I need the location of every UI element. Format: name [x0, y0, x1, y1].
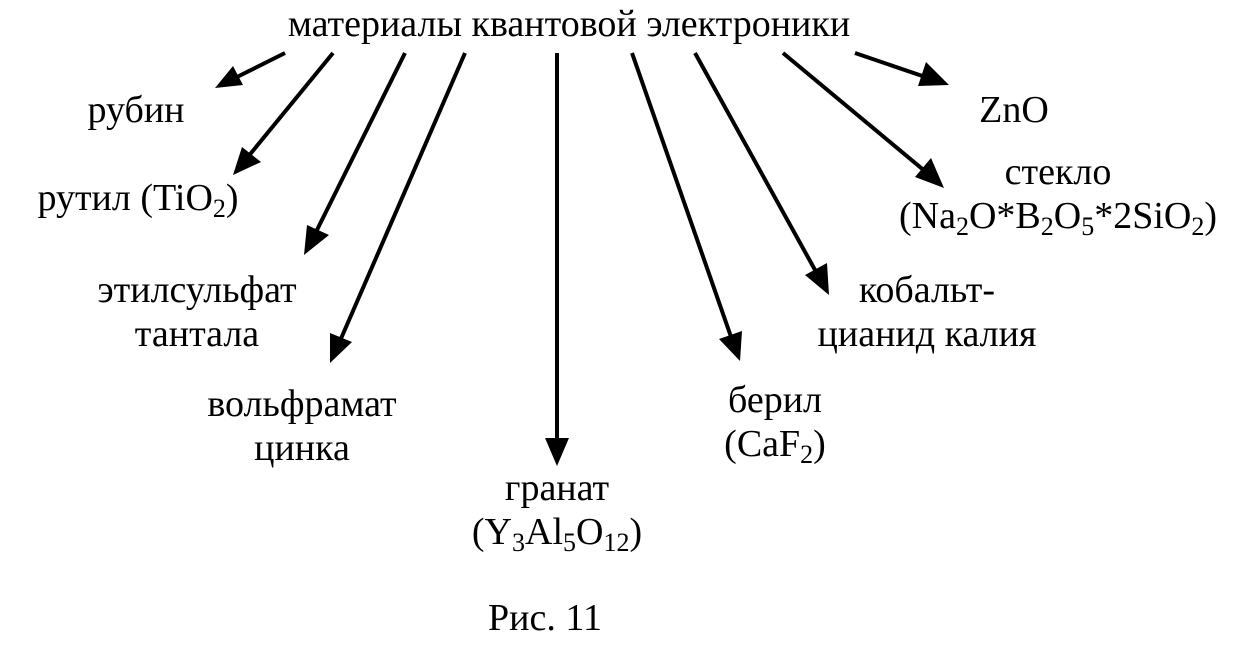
arrow-to-rutile [236, 51, 335, 171]
node-tungstate: вольфрамат цинка [207, 382, 396, 470]
arrow-to-tungstate [331, 52, 467, 358]
arrow-to-beryl [630, 52, 739, 355]
arrowhead-cobalt [805, 263, 829, 295]
node-tungstate-line1: вольфрамат [207, 383, 397, 425]
arrowhead-glass [915, 158, 944, 188]
node-tantalum: этилсульфат тантала [97, 268, 296, 356]
node-glass-line1: стекло [1004, 151, 1112, 193]
node-beryl-formula: (CaF2) [724, 423, 826, 469]
arrow-to-tantalum [306, 52, 407, 249]
node-tantalum-line1: этилсульфат [97, 269, 297, 311]
node-ruby: рубин [87, 89, 185, 131]
node-garnet-formula: (Y3Al5O12) [471, 511, 643, 557]
node-rutile-formula: (TiO2) [140, 177, 239, 223]
node-rutile: рутил (TiO2) [37, 176, 239, 223]
node-cobalt: кобальт- цианид калия [818, 268, 1037, 356]
arrow-to-glass [781, 51, 940, 184]
node-glass: стекло (Na2O*B2O5*2SiO2) [898, 150, 1218, 241]
node-tungstate-line2: цинка [254, 427, 350, 469]
arrowhead-zno [918, 62, 949, 86]
node-garnet-line1: гранат [504, 467, 610, 509]
node-rutile-name: рутил [37, 177, 131, 219]
node-cobalt-line2: цианид калия [817, 313, 1037, 355]
node-tantalum-line2: тантала [134, 313, 260, 355]
node-beryl-line1: берил [728, 379, 822, 421]
node-cobalt-line1: кобальт- [858, 269, 996, 311]
node-garnet: гранат (Y3Al5O12) [471, 466, 643, 557]
figure-caption: Рис. 11 [488, 597, 602, 639]
arrowhead-tantalum [304, 225, 329, 255]
arrowhead-ruby [215, 66, 243, 88]
arrowhead-rutile [233, 147, 261, 175]
node-zno: ZnO [979, 89, 1049, 131]
arrowhead-garnet [545, 438, 569, 466]
arrowhead-tungstate [330, 333, 352, 363]
arrow-to-cobalt [693, 52, 827, 289]
arrowhead-beryl [719, 331, 742, 361]
node-glass-formula: (Na2O*B2O5*2SiO2) [898, 195, 1218, 241]
diagram-title: материалы квантовой электроники [287, 3, 851, 45]
node-beryl: берил (CaF2) [724, 378, 826, 469]
